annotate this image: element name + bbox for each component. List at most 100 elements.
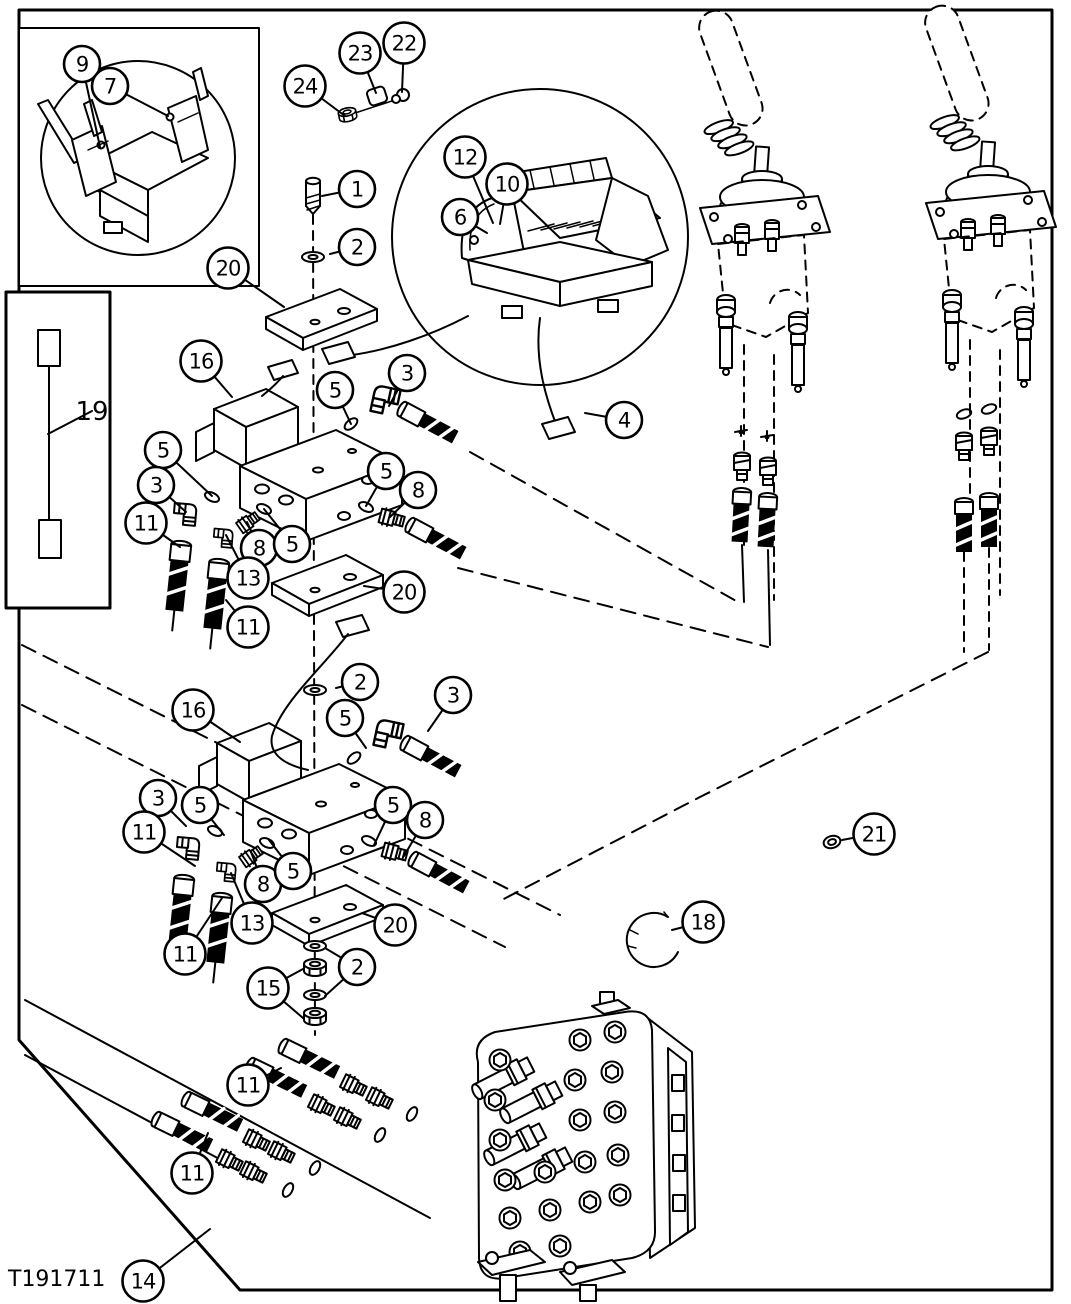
callout-number: 19 bbox=[75, 397, 108, 427]
callout-number: 11 bbox=[236, 1074, 261, 1098]
callout-number: 3 bbox=[401, 362, 413, 386]
callout-circle bbox=[433, 675, 473, 715]
callout-22: 22 bbox=[382, 21, 426, 93]
callout-number: 13 bbox=[240, 912, 265, 936]
callout-5: 5 bbox=[365, 451, 406, 507]
callout-2: 2 bbox=[335, 662, 380, 702]
callout-8: 8 bbox=[403, 800, 445, 857]
callout-number: 11 bbox=[180, 1162, 205, 1186]
callout-number: 20 bbox=[392, 581, 417, 605]
callout-number: 2 bbox=[351, 956, 363, 980]
control-valve-block bbox=[467, 991, 696, 1302]
callout-number: 16 bbox=[181, 699, 206, 723]
hose-cluster-upper bbox=[241, 1035, 421, 1145]
callout-20: 20 bbox=[206, 246, 285, 308]
callout-7: 7 bbox=[90, 66, 169, 117]
callout-number: 22 bbox=[392, 32, 417, 56]
callout-3: 3 bbox=[387, 353, 427, 407]
page-frame bbox=[17, 8, 1054, 1292]
callout-21: 21 bbox=[841, 812, 896, 856]
callout-5: 5 bbox=[373, 785, 413, 846]
pilot-controller-module bbox=[460, 157, 669, 319]
connector-flag bbox=[335, 614, 370, 638]
callout-5: 5 bbox=[268, 839, 313, 891]
callout-12: 12 bbox=[443, 135, 494, 224]
callout-circle bbox=[180, 785, 220, 825]
callout-circle bbox=[62, 44, 102, 84]
callout-11: 11 bbox=[170, 1132, 214, 1195]
callout-10: 10 bbox=[485, 162, 529, 225]
callout-circle bbox=[405, 800, 445, 840]
callout-circle bbox=[283, 64, 327, 108]
callout-circle bbox=[337, 947, 377, 987]
callout-2: 2 bbox=[329, 227, 377, 267]
callout-circle bbox=[387, 353, 427, 393]
callout-circle bbox=[122, 810, 166, 854]
callout-11: 11 bbox=[124, 501, 181, 548]
callout-circle bbox=[398, 470, 438, 510]
callout-5: 5 bbox=[263, 508, 312, 564]
callout-number: 12 bbox=[453, 146, 478, 170]
callout-number: 5 bbox=[286, 533, 298, 557]
callout-circle bbox=[226, 556, 270, 600]
callout-5: 5 bbox=[180, 785, 225, 836]
callout-number: 21 bbox=[862, 823, 887, 847]
callout-circle bbox=[171, 688, 215, 732]
callout-1: 1 bbox=[321, 169, 377, 209]
callout-number: 8 bbox=[257, 873, 269, 897]
leader-line bbox=[47, 410, 93, 435]
callout-20: 20 bbox=[361, 903, 417, 947]
callout-number: 11 bbox=[173, 943, 198, 967]
callout-16: 16 bbox=[179, 339, 233, 398]
mounting-plate-top bbox=[265, 288, 378, 351]
callout-number: 2 bbox=[351, 236, 363, 260]
callout-number: 5 bbox=[329, 379, 341, 403]
callout-circle bbox=[852, 812, 896, 856]
callout-5: 5 bbox=[143, 430, 213, 497]
callout-circle bbox=[315, 370, 355, 410]
wire-harness bbox=[270, 633, 349, 771]
snap-ring bbox=[625, 911, 679, 968]
callout-3: 3 bbox=[427, 675, 473, 732]
callout-circle bbox=[382, 21, 426, 65]
callout-number: 3 bbox=[152, 787, 164, 811]
connector-flag bbox=[541, 416, 576, 440]
callout-circle bbox=[124, 501, 168, 545]
seat-inset bbox=[18, 27, 260, 287]
callout-number: 5 bbox=[157, 439, 169, 463]
callout-circle bbox=[206, 246, 250, 290]
callout-20: 20 bbox=[363, 570, 426, 614]
callout-number: 5 bbox=[387, 794, 399, 818]
callout-circle bbox=[230, 901, 274, 945]
callout-number: 11 bbox=[236, 616, 261, 640]
callout-number: 4 bbox=[618, 409, 631, 433]
callout-circle bbox=[163, 932, 207, 976]
callout-number: 14 bbox=[131, 1270, 156, 1294]
callout-circle bbox=[121, 1259, 165, 1303]
callout-circle bbox=[681, 900, 725, 944]
callout-number: 8 bbox=[419, 809, 431, 833]
callout-circle bbox=[338, 31, 382, 75]
callout-number: 9 bbox=[76, 53, 88, 77]
callout-number: 8 bbox=[253, 537, 265, 561]
callout-number: 18 bbox=[691, 911, 716, 935]
callout-circle bbox=[340, 662, 380, 702]
callout-number: 3 bbox=[150, 474, 162, 498]
mounting-plate-bottom bbox=[271, 884, 384, 947]
connector-flag bbox=[267, 359, 299, 381]
callout-circle bbox=[373, 903, 417, 947]
callout-11: 11 bbox=[163, 897, 223, 976]
callout-5: 5 bbox=[315, 370, 355, 425]
callout-14: 14 bbox=[121, 1228, 211, 1303]
callout-4: 4 bbox=[584, 400, 644, 440]
callout-number: 11 bbox=[134, 512, 159, 536]
manifold-lower bbox=[165, 614, 470, 984]
callout-number: 24 bbox=[293, 75, 318, 99]
callout-number: 13 bbox=[236, 567, 261, 591]
callout-circle bbox=[272, 524, 312, 564]
callout-number: 5 bbox=[194, 794, 206, 818]
callout-number: 16 bbox=[189, 350, 214, 374]
wiring-box-19 bbox=[4, 290, 112, 610]
callout-11: 11 bbox=[122, 810, 196, 867]
